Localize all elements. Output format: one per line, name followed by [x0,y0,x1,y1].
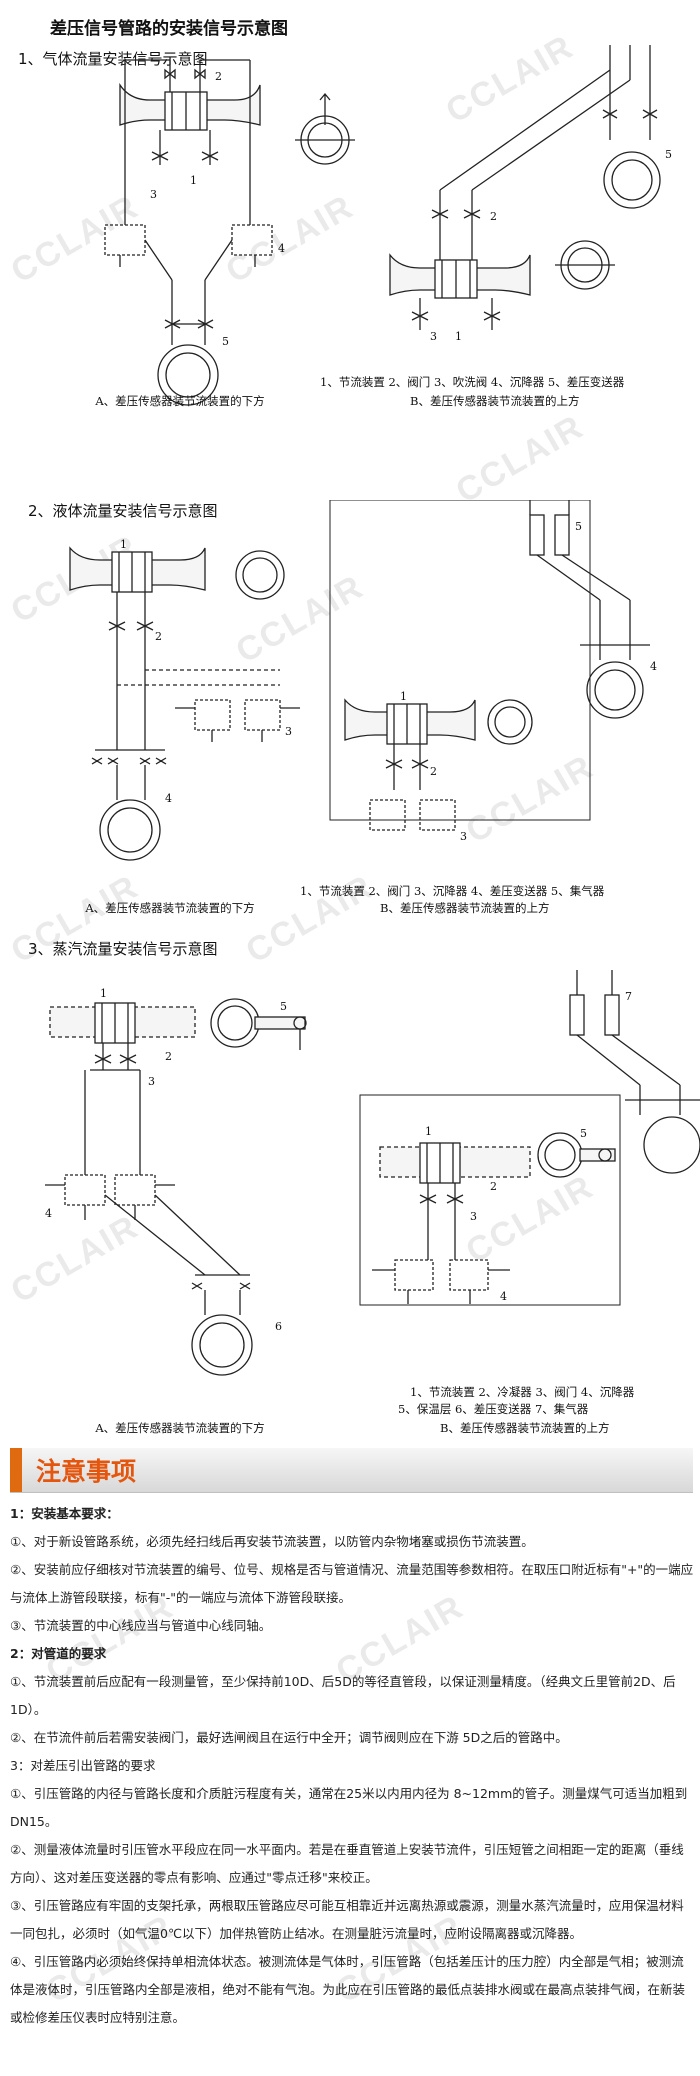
section-title-steam: 3、蒸汽流量安装信号示意图 [28,940,218,958]
gas-diagram-a [104,59,355,406]
steam-label: 1 [425,1125,432,1138]
notice-paragraph: ③、节流装置的中心线应当与管道中心线同轴。 [10,1618,272,1633]
gas-label: 2 [215,70,222,83]
notice-paragraph: ①、节流装置前后应配有一段测量管，至少保持前10D、后5D的等径直管段，以保证测… [10,1674,676,1717]
steam-label: 5 [280,1000,287,1013]
steam-label: 3 [470,1210,477,1223]
liquid-label: 4 [165,792,172,805]
steam-label: 1 [100,987,107,1000]
liquid-labels: 1 2 3 4 1 2 3 4 5 [120,520,657,843]
steam-diagram-a [45,998,307,1376]
liquid-diagram-b [329,500,650,831]
liquid-caption-b: B、差压传感器装节流装置的上方 [380,901,550,915]
steam-diagram: 1 2 3 4 5 6 1 2 3 4 5 7 [45,970,700,1376]
liquid-label: 1 [120,538,127,551]
gas-label: 3 [150,188,157,201]
notice-paragraph: ②、在节流件前后若需安装阀门，最好选闸阀且在运行中全开；调节阀则应在下游 5D之… [10,1730,568,1745]
section-title-liquid: 2、液体流量安装信号示意图 [28,502,218,520]
steam-diagram-b [359,970,700,1306]
gas-caption-a: A、差压传感器装节流装置的下方 [95,394,265,408]
notice-paragraph: ②、测量液体流量时引压管水平段应在同一水平面内。若是在垂直管道上安装节流件，引压… [10,1842,684,1885]
liquid-label: 4 [650,660,657,673]
section-title-gas: 1、气体流量安装信号示意图 [18,50,208,68]
steam-label: 2 [490,1180,497,1193]
steam-label: 5 [580,1127,587,1140]
notice-paragraph: ②、安装前应仔细核对节流装置的编号、位号、规格是否与管道情况、流量范围等参数相符… [10,1562,694,1605]
notice-body: 1：安装基本要求： ①、对于新设管路系统，必须先经扫线后再安装节流装置，以防管内… [10,1500,695,2032]
liquid-label: 2 [430,765,437,778]
steam-label: 2 [165,1050,172,1063]
notice-paragraph: ③、引压管路应有牢固的支架托承，两根取压管路应尽可能互相靠近并远离热源或震源，测… [10,1898,684,1941]
liquid-label: 2 [155,630,162,643]
gas-label: 3 [430,330,437,343]
steam-caption-b: B、差压传感器装节流装置的上方 [440,1421,610,1435]
gas-label: 5 [222,335,229,348]
gas-diagram: 1 2 3 4 5 1 2 3 5 [104,45,672,406]
liquid-label: 3 [285,725,292,738]
steam-label: 4 [500,1290,507,1303]
steam-labels: 1 2 3 4 5 6 1 2 3 4 5 7 [45,987,632,1333]
steam-label: 4 [45,1207,52,1220]
notice-heading: 3：对差压引出管路的要求 [10,1758,156,1773]
liquid-diagram: 1 2 3 4 1 2 3 4 5 [69,500,657,861]
notice-accent [10,1448,22,1492]
steam-label: 7 [625,990,632,1003]
gas-label: 2 [490,210,497,223]
notice-header: 注意事项 [10,1448,693,1493]
gas-labels: 1 2 3 4 5 1 2 3 5 [150,70,672,348]
notice-heading: 2：对管道的要求 [10,1646,107,1661]
gas-caption-b: B、差压传感器装节流装置的上方 [410,394,580,408]
steam-legend-b1: 1、节流装置 2、冷凝器 3、阀门 4、沉降器 [410,1385,635,1399]
gas-diagram-b [389,45,661,330]
gas-legend-b: 1、节流装置 2、阀门 3、吹洗阀 4、沉降器 5、差压变送器 [320,375,625,389]
liquid-caption-a: A、差压传感器装节流装置的下方 [85,901,255,915]
steam-label: 3 [148,1075,155,1088]
notice-title: 注意事项 [36,1457,137,1486]
gas-label: 1 [455,330,462,343]
liquid-diagram-a [69,546,300,861]
notice-heading: 1：安装基本要求： [10,1506,119,1521]
steam-legend-b2: 5、保温层 6、差压变送器 7、集气器 [398,1402,589,1416]
liquid-label: 3 [460,830,467,843]
gas-label: 1 [190,174,197,187]
notice-paragraph: ①、对于新设管路系统，必须先经扫线后再安装节流装置，以防管内杂物堵塞或损伤节流装… [10,1534,534,1549]
liquid-label: 5 [575,520,582,533]
notice-paragraph: ①、引压管路的内径与管路长度和介质脏污程度有关，通常在25米以内用内径为 8~1… [10,1786,688,1829]
liquid-label: 1 [400,690,407,703]
page-title: 差压信号管路的安装信号示意图 [50,19,288,39]
steam-label: 6 [275,1320,282,1333]
notice-paragraph: ④、引压管路内必须始终保持单相流体状态。被测流体是气体时，引压管路（包括差压计的… [10,1954,686,2025]
liquid-legend-b: 1、节流装置 2、阀门 3、沉降器 4、差压变送器 5、集气器 [300,884,605,898]
gas-label: 4 [278,242,285,255]
gas-label: 5 [665,148,672,161]
steam-caption-a: A、差压传感器装节流装置的下方 [95,1421,265,1435]
